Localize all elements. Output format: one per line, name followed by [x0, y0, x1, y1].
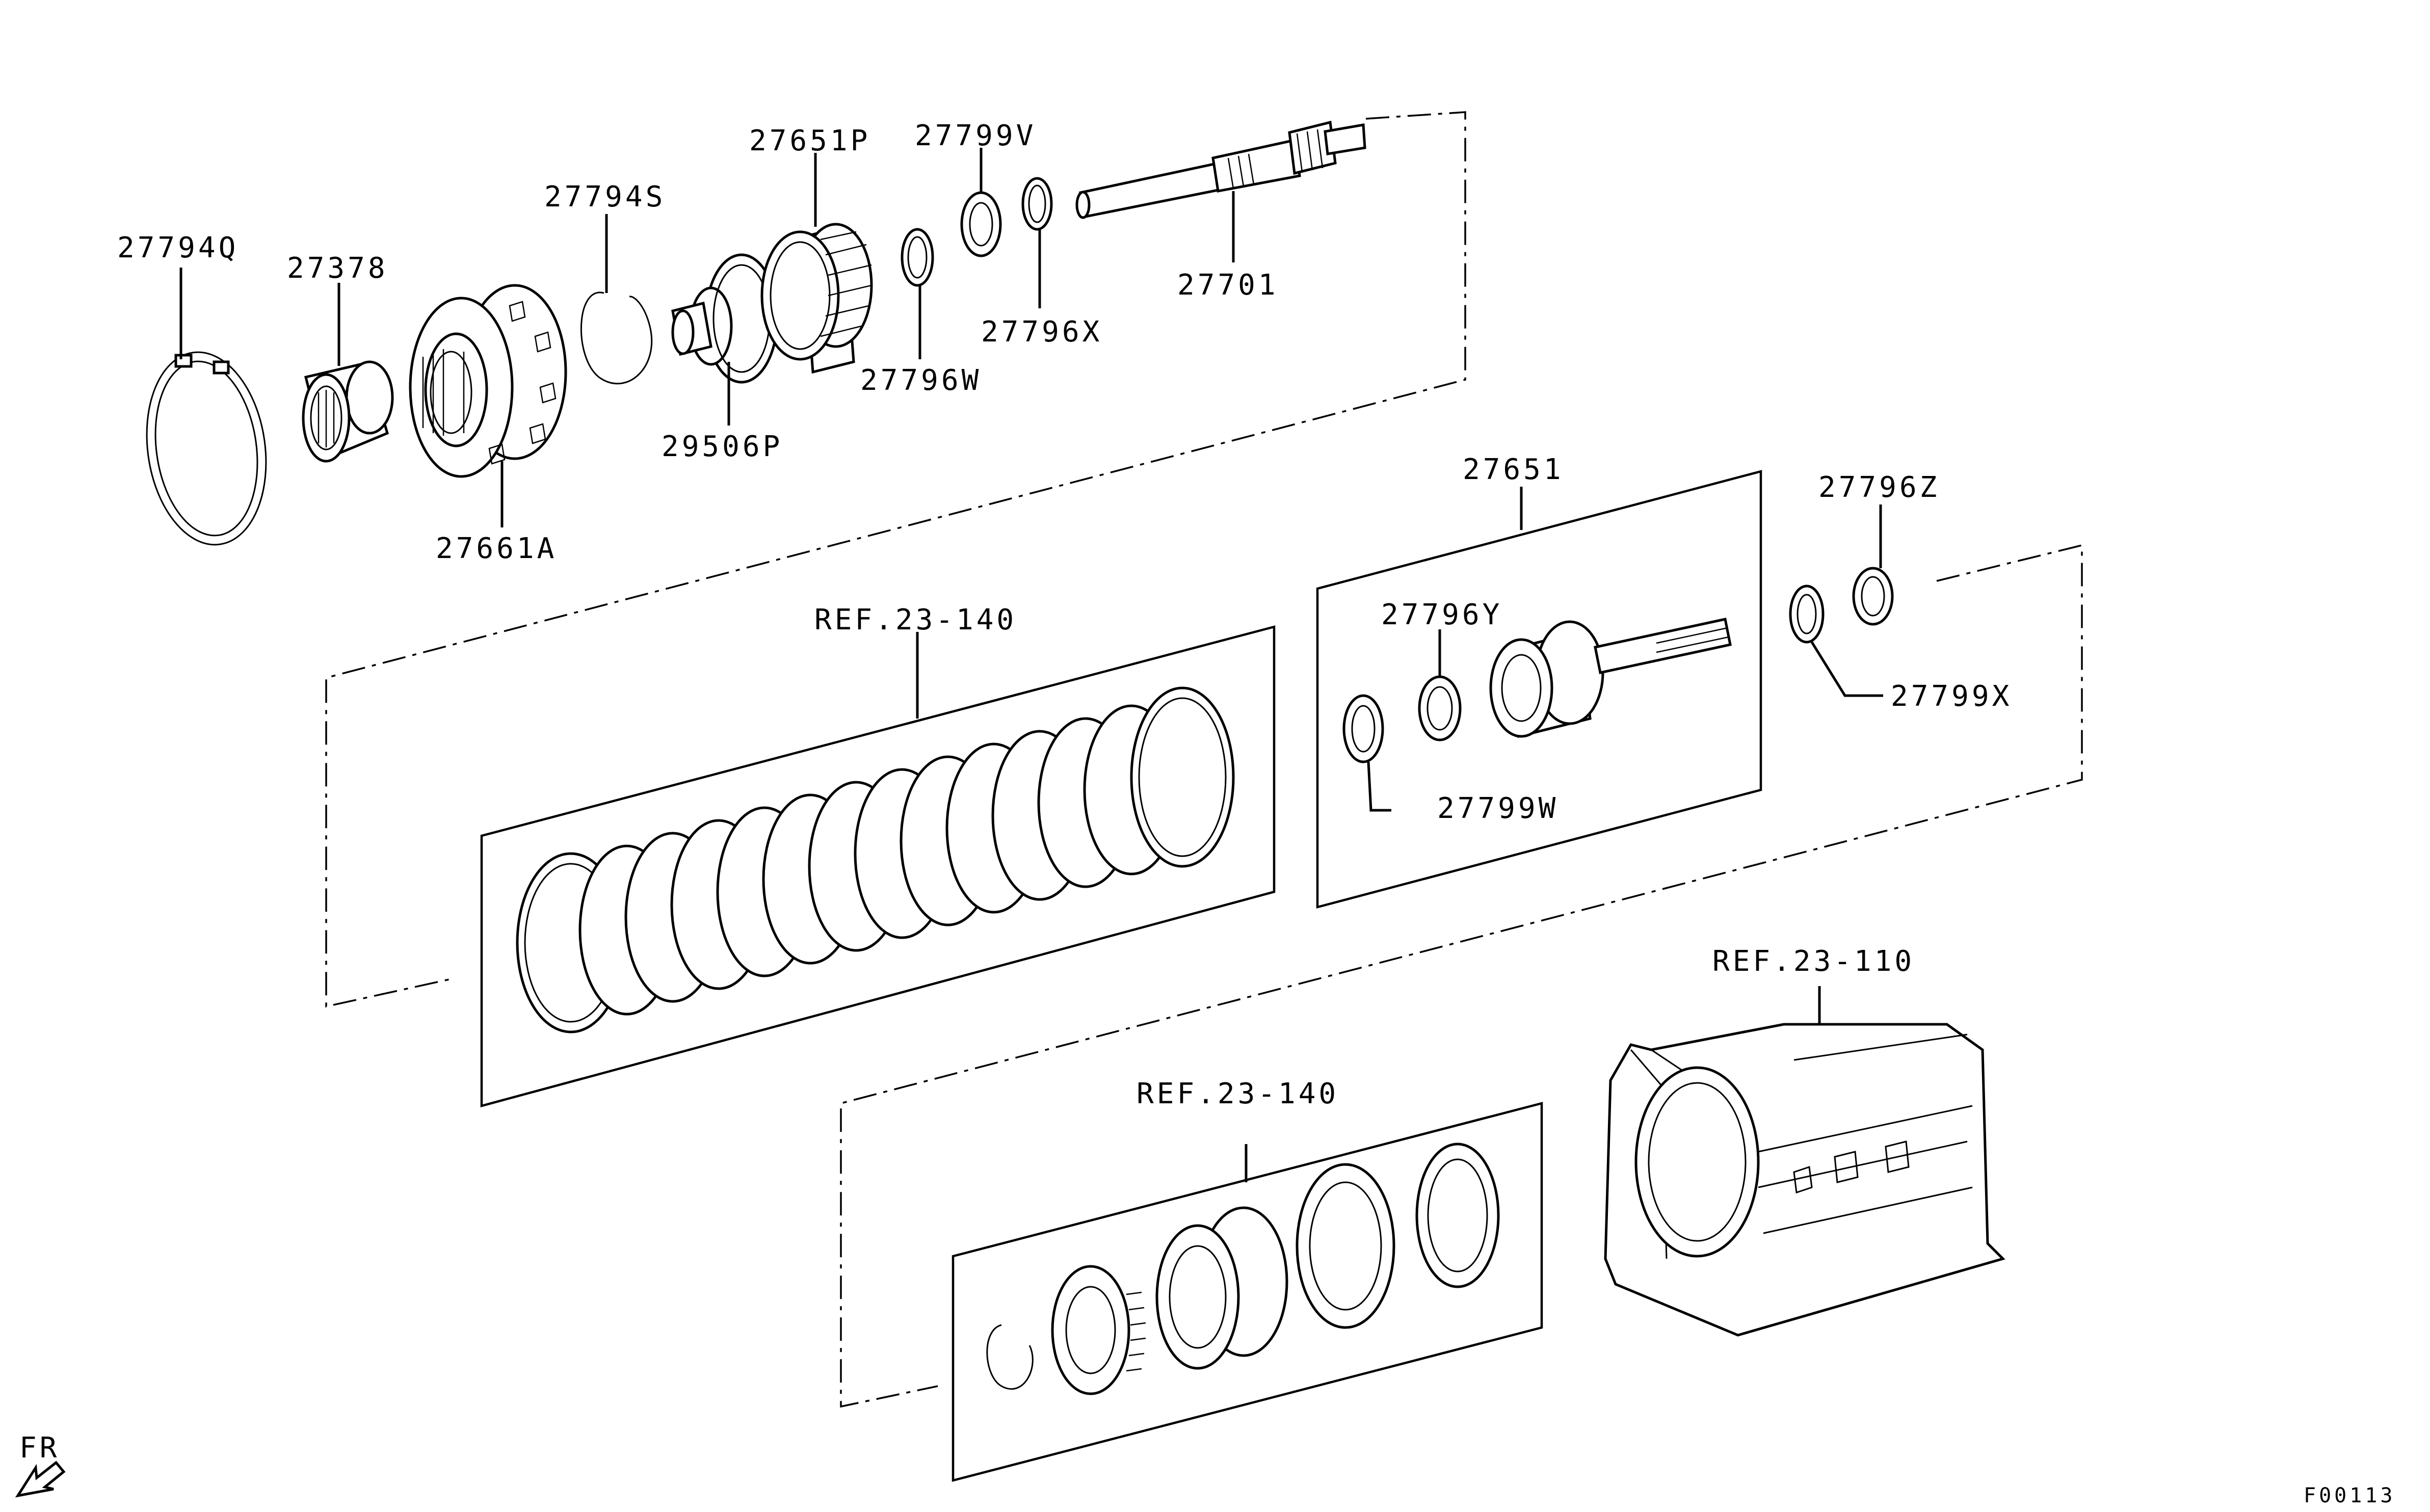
piston-parts [986, 1143, 1500, 1395]
figure-code: F00113 [2304, 1484, 2396, 1507]
snap-ring-27794S [580, 291, 653, 384]
label-27799X: 27799X [1891, 680, 2012, 713]
label-27796X: 27796X [981, 315, 1102, 349]
washer-27799X [1789, 585, 1825, 644]
washer-27796W [901, 228, 934, 287]
clutch-pack-box [480, 625, 1276, 1107]
label-27794Q: 27794Q [117, 231, 239, 264]
dashed-outline-lower [840, 544, 2083, 1408]
front-direction-arrow-icon [15, 1461, 66, 1498]
direction-label: FR [19, 1431, 60, 1465]
carrier-29506P [671, 253, 779, 384]
label-ref-clutch-pack: REF.23-140 [814, 603, 1017, 636]
leader-lines [179, 148, 1883, 1182]
bearing-27799V [960, 191, 1002, 257]
assembly-27651-box [1316, 470, 1762, 909]
piston-box [952, 1102, 1543, 1482]
bearing-27796Z [1852, 567, 1894, 626]
bearing-27796Y [1418, 675, 1462, 741]
label-27796W: 27796W [860, 364, 982, 397]
clutch-plates [516, 686, 1235, 1033]
label-27651: 27651 [1463, 453, 1564, 486]
label-27799V: 27799V [915, 119, 1036, 152]
washer-27796X [1021, 177, 1053, 231]
snap-ring-27794Q [146, 351, 267, 546]
label-27794S: 27794S [544, 180, 666, 214]
ring-gear-27651P [760, 223, 873, 374]
hub-27651 [1489, 618, 1732, 738]
label-27796Y: 27796Y [1381, 598, 1502, 631]
dashed-outline-upper [325, 111, 1466, 1008]
label-27378: 27378 [287, 252, 388, 285]
label-27701: 27701 [1177, 269, 1279, 302]
drum-27661A [409, 284, 567, 478]
transmission-case [1604, 1023, 2005, 1337]
label-29506P: 29506P [662, 430, 783, 463]
label-27651P: 27651P [749, 124, 870, 157]
label-27661A: 27661A [436, 532, 557, 565]
label-27796Z: 27796Z [1818, 471, 1940, 504]
shaft-27701 [1075, 120, 1366, 219]
bearing-27378 [302, 360, 394, 463]
label-ref-piston: REF.23-140 [1137, 1077, 1339, 1110]
label-ref-case: REF.23-110 [1712, 945, 1915, 978]
label-27799W: 27799W [1437, 792, 1559, 825]
washer-27799W [1342, 694, 1384, 763]
